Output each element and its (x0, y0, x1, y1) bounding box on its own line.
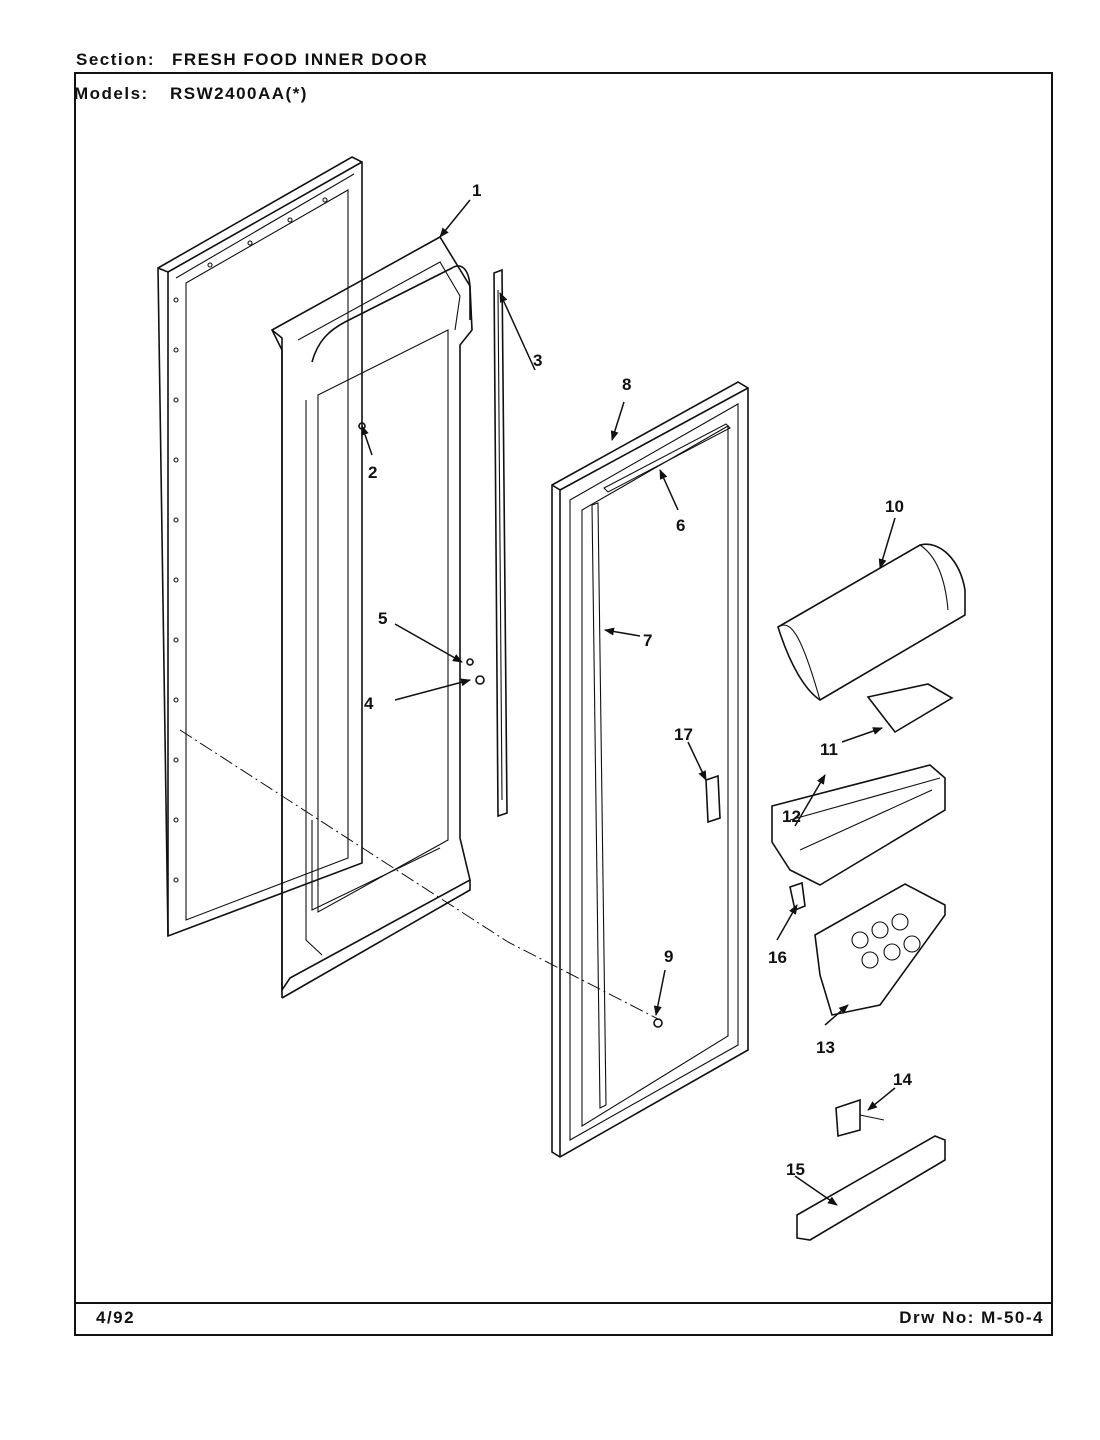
door-gasket-panel (551, 381, 749, 1158)
drawing-number: Drw No: M-50-4 (899, 1308, 1044, 1327)
shelf-stud (789, 881, 806, 912)
screw-9 (653, 1018, 663, 1028)
callout-14: 14 (893, 1070, 912, 1089)
callout-16: 16 (768, 948, 787, 967)
callout-10: 10 (885, 497, 904, 516)
leader-lines (361, 199, 896, 1206)
models-heading: Models: RSW2400AA(*) (74, 84, 308, 104)
callout-15: 15 (786, 1160, 805, 1179)
models-label: Models: (74, 84, 149, 103)
shelf-front-rail (796, 1135, 946, 1241)
callout-7: 7 (643, 631, 652, 650)
inner-door-liner (270, 235, 473, 999)
section-heading: Section: FRESH FOOD INNER DOOR (76, 50, 428, 70)
door-shelf-rail (493, 268, 508, 818)
bin-support-bracket (835, 1098, 885, 1138)
callout-6: 6 (676, 516, 685, 535)
footer-divider (74, 1302, 1053, 1304)
callout-labels: 1 2 3 4 5 6 7 8 9 10 11 12 13 14 15 16 1… (364, 181, 912, 1179)
callout-1: 1 (472, 181, 481, 200)
models-value: RSW2400AA(*) (170, 84, 308, 103)
callout-17: 17 (674, 725, 693, 744)
callout-2: 2 (368, 463, 377, 482)
callout-4: 4 (364, 694, 374, 713)
drawing-frame (74, 72, 1053, 1336)
callout-12: 12 (782, 807, 801, 826)
callout-11: 11 (820, 740, 838, 759)
screw-5 (466, 658, 474, 666)
dairy-compartment-door (777, 543, 966, 701)
dairy-door-handle (866, 683, 954, 734)
drawing-date: 4/92 (96, 1308, 136, 1327)
door-shelf-bin (771, 764, 946, 886)
callout-8: 8 (622, 375, 631, 394)
outer-door-panel (157, 156, 363, 938)
screw-4 (475, 675, 485, 685)
shelf-bracket-clip (705, 774, 721, 824)
alignment-line (179, 729, 661, 1021)
callout-13: 13 (816, 1038, 835, 1057)
section-value: FRESH FOOD INNER DOOR (172, 50, 429, 69)
section-label: Section: (76, 50, 156, 69)
callout-9: 9 (664, 947, 673, 966)
egg-bin (814, 883, 946, 1016)
callout-3: 3 (533, 351, 542, 370)
callout-5: 5 (378, 609, 387, 628)
